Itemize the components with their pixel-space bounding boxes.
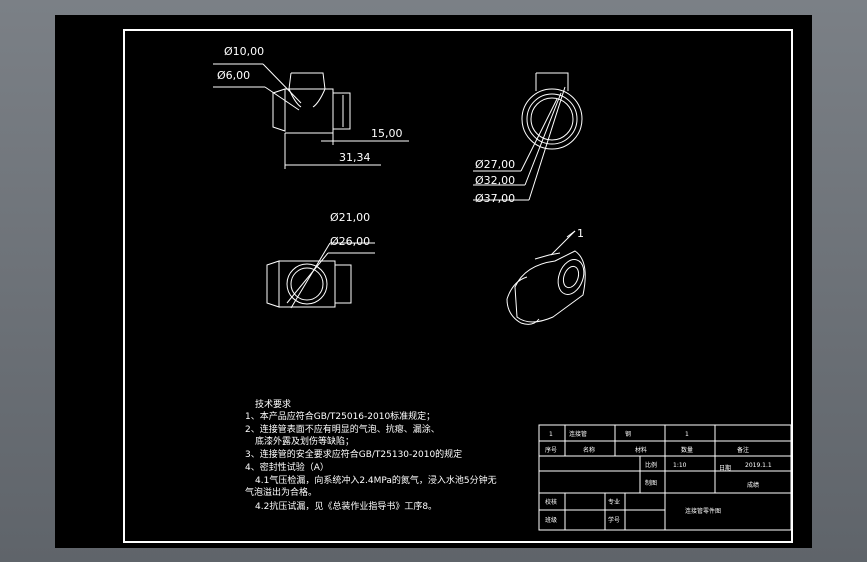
tb-r2c2: 名称 (583, 446, 595, 454)
notes-line2: 2、连接管表面不应有明显的气泡、抗瘪、漏涂、 (245, 423, 440, 435)
dim-d6: Ø6,00 (217, 69, 250, 82)
drawing-sheet: Ø10,00 Ø6,00 15,00 31,34 Ø27,00 Ø32,00 Ø… (55, 15, 812, 548)
dim-len31: 31,34 (339, 151, 371, 164)
tb-r1c1: 1 (549, 431, 553, 438)
notes-line41: 4.1气压检漏，向系统冲入2.4MPa的氮气，浸入水池5分钟无 (255, 474, 497, 486)
drawing-canvas: Ø10,00 Ø6,00 15,00 31,34 Ø27,00 Ø32,00 Ø… (123, 29, 793, 543)
tb-r2c3: 材料 (635, 446, 647, 454)
tb-r2c1: 序号 (545, 446, 557, 454)
tb-drawn-label: 制图 (645, 479, 657, 487)
dim-d32: Ø32,00 (475, 174, 515, 187)
dim-d21: Ø21,00 (330, 211, 370, 224)
notes-line41b: 气泡溢出为合格。 (245, 486, 317, 498)
drawing-frame (123, 29, 793, 543)
notes-heading: 技术要求 (255, 398, 291, 410)
front-view (213, 63, 409, 169)
tb-drawing-title: 连接管零件图 (685, 507, 721, 515)
tb-student: 学号 (608, 516, 620, 524)
technical-notes: 技术要求 1、本产品应符合GB/T25016-2010标准规定； 2、连接管表面… (245, 398, 497, 512)
title-block (538, 424, 792, 531)
dim-d26: Ø26,00 (330, 235, 370, 248)
notes-line2b: 底漆外露及划伤等缺陷； (255, 435, 354, 447)
dim-d27: Ø27,00 (475, 158, 515, 171)
dim-d10: Ø10,00 (224, 45, 264, 58)
tb-scale: 1:10 (673, 462, 687, 469)
notes-line1: 1、本产品应符合GB/T25016-2010标准规定； (245, 410, 435, 422)
tb-r2c4: 数量 (681, 446, 693, 454)
tb-r2c5: 备注 (737, 446, 749, 454)
dim-len15: 15,00 (371, 127, 403, 140)
top-view (266, 242, 375, 309)
notes-line3: 3、连接管的安全要求应符合GB/T25130-2010的规定 (245, 448, 462, 460)
tb-date-label: 日期 (719, 464, 731, 472)
tb-r1c3: 钢 (625, 430, 631, 438)
dim-d37: Ø37,00 (475, 192, 515, 205)
notes-line4: 4、密封性试验（A） (245, 461, 329, 473)
tb-grade: 成绩 (747, 481, 759, 489)
tb-school: 专业 (608, 498, 620, 506)
tb-r1c4: 1 (685, 431, 689, 438)
isometric-view (506, 230, 586, 325)
tb-scale-label: 比例 (645, 461, 657, 469)
tb-class: 班级 (545, 516, 557, 524)
balloon-number: 1 (577, 227, 584, 240)
side-view (473, 72, 583, 201)
tb-date: 2019.1.1 (745, 462, 772, 469)
tb-r1c2: 连接管 (569, 430, 587, 438)
tb-checker: 校核 (545, 498, 557, 506)
title-block-text: 1 连接管 钢 1 序号 名称 材料 数量 备注 比例 1:10 日期 2019… (545, 430, 772, 524)
notes-line42: 4.2抗压试漏，见《总装作业指导书》工序8。 (255, 500, 437, 512)
